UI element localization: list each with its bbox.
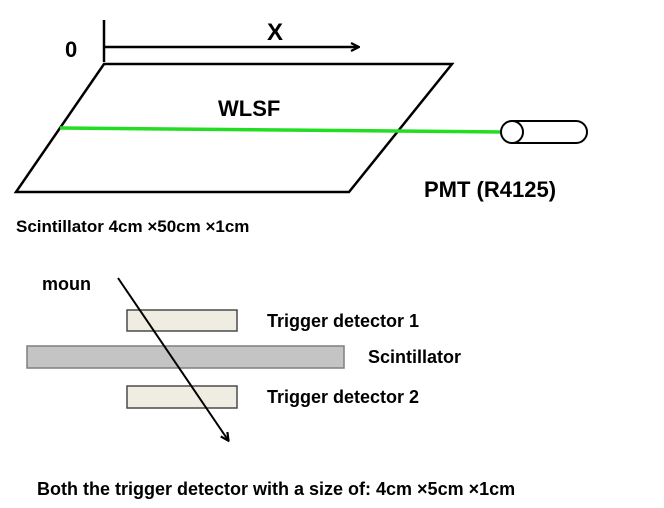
origin-label: 0: [65, 37, 77, 62]
trigger-size-caption: Both the trigger detector with a size of…: [37, 479, 515, 499]
top-setup: 0 X WLSF PMT (R4125) Scintillator 4cm ×5…: [13, 19, 588, 236]
muon-label: moun: [42, 274, 91, 294]
trigger-detector-1-label: Trigger detector 1: [267, 311, 419, 331]
pmt-front-face: [500, 120, 524, 144]
pmt-cylinder: [500, 120, 588, 144]
scintillator-bar: [26, 345, 345, 369]
pmt-body: [512, 120, 588, 144]
x-axis-label: X: [267, 19, 283, 46]
trigger-detector-2: [126, 385, 238, 409]
wls-fiber-line: [59, 126, 506, 134]
wlsf-label: WLSF: [218, 96, 280, 121]
scintillator-label: Scintillator: [368, 347, 461, 367]
pmt-label: PMT (R4125): [424, 177, 556, 202]
trigger-detector-2-label: Trigger detector 2: [267, 387, 419, 407]
bottom-setup: moun Trigger detector 1 Scintillator Tri…: [26, 274, 515, 499]
trigger-detector-1: [126, 309, 238, 332]
muon-trajectory-arrow: [117, 277, 228, 440]
scintillator-dimensions-caption: Scintillator 4cm ×50cm ×1cm: [16, 217, 249, 236]
